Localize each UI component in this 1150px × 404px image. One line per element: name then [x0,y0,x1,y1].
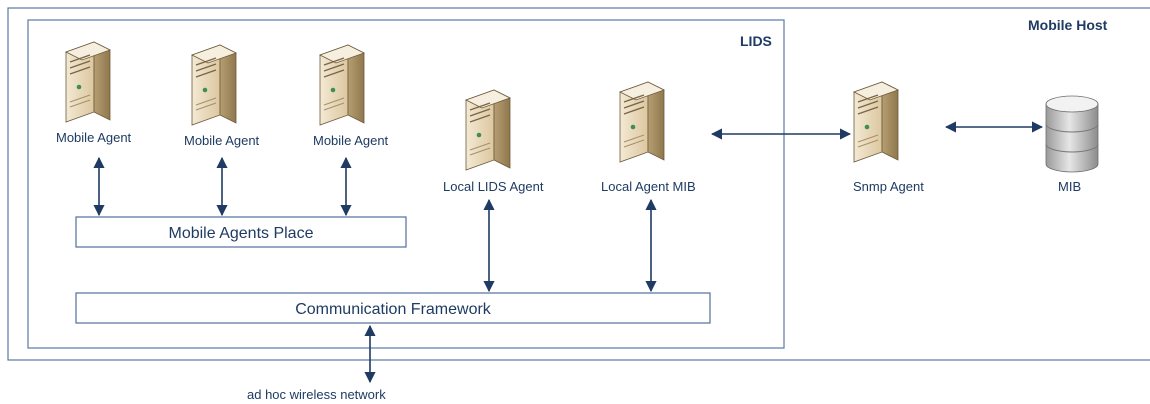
server-icon [191,44,237,126]
server-icon [465,89,511,171]
server-icon [619,81,665,163]
local-agent-mib-label: Local Agent MIB [601,179,696,194]
local-lids-agent-label: Local LIDS Agent [443,179,544,194]
communication-framework: Communication Framework [75,292,711,324]
server-icon [65,41,111,123]
network-label: ad hoc wireless network [247,387,386,402]
mib-database: MIB [1045,95,1099,194]
mobile-agent-2: Mobile Agent [184,44,260,148]
mib-label: MIB [1058,179,1081,194]
mobile-agent-label: Mobile Agent [184,133,260,148]
snmp-agent: Snmp Agent [853,81,924,194]
lids-label: LIDS [740,33,772,49]
mobile-agent-1: Mobile Agent [56,41,132,145]
mobile-host-label: Mobile Host [1028,17,1108,33]
mobile-agents-place: Mobile Agents Place [75,216,407,248]
mobile-agent-label: Mobile Agent [56,130,132,145]
server-icon [319,44,365,126]
lids-frame [27,19,785,349]
mobile-host-frame [7,7,1150,361]
mobile-agents-place-label: Mobile Agents Place [169,225,314,242]
local-lids-agent: Local LIDS Agent [443,89,544,194]
mobile-agent-label: Mobile Agent [313,133,389,148]
mobile-agent-3: Mobile Agent [313,44,389,148]
snmp-agent-label: Snmp Agent [853,179,924,194]
communication-framework-label: Communication Framework [295,301,492,318]
server-icon [853,81,899,163]
local-agent-mib: Local Agent MIB [601,81,696,194]
database-icon [1045,95,1099,173]
